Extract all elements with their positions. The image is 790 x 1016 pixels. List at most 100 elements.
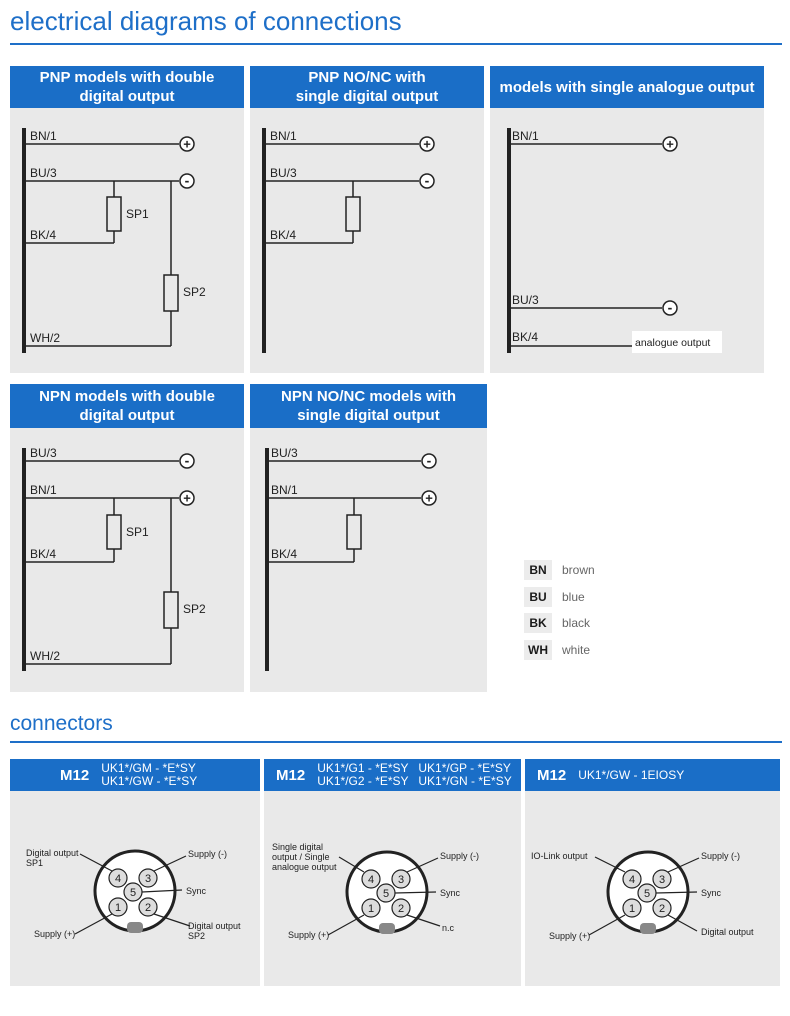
label-bn1: BN/1 bbox=[270, 129, 297, 143]
pin-4-label: 4 bbox=[368, 874, 374, 886]
minus-symbol: - bbox=[185, 173, 190, 189]
label-supply-minus: Supply (-) bbox=[701, 851, 740, 861]
panel-analogue: models with single analogue output BN/1 … bbox=[490, 66, 764, 373]
connector-codes: UK1*/GW - 1EIOSY bbox=[578, 767, 685, 782]
minus-symbol: - bbox=[425, 173, 430, 189]
title-line: digital output bbox=[79, 88, 175, 105]
resistor-sp1 bbox=[106, 196, 122, 232]
connector-key-icon bbox=[379, 923, 395, 934]
pin-3-icon bbox=[138, 868, 158, 888]
resistor-load bbox=[346, 514, 362, 550]
leader-line bbox=[594, 856, 626, 873]
connector-key-icon bbox=[640, 923, 656, 934]
pin-5-label: 5 bbox=[130, 887, 136, 899]
legend-text: brown bbox=[562, 563, 595, 578]
title-line: PNP models with double bbox=[39, 69, 215, 86]
label-sp1: SP1 bbox=[126, 207, 149, 221]
pin-2-label: 2 bbox=[145, 902, 151, 914]
label-single-digital: Single digital bbox=[272, 842, 323, 852]
label-sync: Sync bbox=[186, 886, 207, 896]
leader-line bbox=[394, 891, 437, 894]
plus-symbol: + bbox=[425, 491, 433, 506]
plus-terminal-icon bbox=[179, 136, 195, 152]
resistor-sp1 bbox=[106, 514, 122, 550]
label-supply-plus: Supply (+) bbox=[549, 931, 590, 941]
leader-line bbox=[153, 913, 191, 927]
label-wh2: WH/2 bbox=[30, 649, 60, 663]
plus-terminal-icon bbox=[662, 136, 678, 152]
pin-1-label: 1 bbox=[115, 902, 121, 914]
leader-line bbox=[74, 913, 113, 935]
leader-line bbox=[338, 856, 365, 873]
pin-2-label: 2 bbox=[659, 903, 665, 915]
leader-line bbox=[327, 914, 365, 936]
label-sp1: SP1 bbox=[126, 525, 149, 539]
label-bu3: BU/3 bbox=[30, 446, 57, 460]
label-bk4: BK/4 bbox=[512, 330, 538, 344]
resistor-sp2 bbox=[163, 274, 179, 312]
diagram-npn-nonc: BU/3 BN/1 BK/4 - + bbox=[265, 446, 437, 671]
label-wh2: WH/2 bbox=[30, 331, 60, 345]
pin-5-label: 5 bbox=[644, 888, 650, 900]
minus-terminal-icon bbox=[662, 300, 678, 316]
plus-symbol: + bbox=[183, 491, 191, 506]
title-line: NPN NO/NC models with bbox=[280, 388, 456, 405]
title-line: PNP NO/NC with bbox=[308, 69, 426, 86]
pin-2-icon bbox=[652, 898, 672, 918]
leader-line bbox=[667, 914, 698, 932]
label-bn1: BN/1 bbox=[271, 483, 298, 497]
pin-1-label: 1 bbox=[368, 903, 374, 915]
label-bu3: BU/3 bbox=[512, 293, 539, 307]
label-io-link-output: IO-Link output bbox=[531, 851, 588, 861]
label-sp2: SP2 bbox=[183, 602, 206, 616]
connector-head-2: M12 UK1*/G1 - *E*SY UK1*/GP - *E*SY UK1*… bbox=[264, 759, 521, 791]
connector-pinout-1: 4 3 5 1 2 Digital output SP1 Supply (-) … bbox=[26, 848, 241, 941]
label-bk4: BK/4 bbox=[30, 228, 56, 242]
label-supply-minus: Supply (-) bbox=[188, 849, 227, 859]
title-line: single digital output bbox=[295, 88, 439, 105]
plus-terminal-icon bbox=[421, 490, 437, 506]
minus-terminal-icon bbox=[419, 173, 435, 189]
connectors-section-title: connectors bbox=[10, 712, 113, 735]
title-line: models with single analogue output bbox=[499, 78, 755, 96]
connector-head-1: M12 UK1*/GM - *E*SY UK1*/GW - *E*SY bbox=[10, 759, 260, 791]
minus-terminal-icon bbox=[179, 173, 195, 189]
resistor-load bbox=[345, 196, 361, 232]
connector-type: M12 bbox=[537, 766, 567, 784]
analogue-output-box bbox=[632, 331, 722, 353]
label-analogue-output: analogue output bbox=[272, 862, 337, 872]
leader-line bbox=[655, 891, 698, 894]
plus-symbol: + bbox=[183, 137, 191, 152]
pin-2-icon bbox=[138, 897, 158, 917]
legend-text: black bbox=[562, 616, 591, 631]
connector-code: UK1*/GW - 1EIOSY bbox=[578, 767, 685, 782]
pin-5-label: 5 bbox=[383, 888, 389, 900]
connector-type: M12 bbox=[276, 766, 306, 784]
label-digital-output-sp1: Digital output bbox=[26, 848, 79, 858]
legend-item: BK black bbox=[524, 610, 595, 637]
pin-4-label: 4 bbox=[115, 873, 121, 885]
pin-3-label: 3 bbox=[659, 874, 665, 886]
connector-code: UK1*/GW - *E*SY bbox=[101, 774, 198, 788]
resistor-sp2 bbox=[163, 591, 179, 629]
connector-panel-3: M12 UK1*/GW - 1EIOSY 4 3 5 1 2 IO bbox=[525, 759, 780, 986]
label-supply-plus: Supply (+) bbox=[288, 930, 329, 940]
minus-terminal-icon bbox=[179, 453, 195, 469]
connector-codes: UK1*/GM - *E*SY UK1*/GW - *E*SY bbox=[101, 762, 197, 788]
connector-key-icon bbox=[127, 922, 143, 933]
connector-code: UK1*/G1 - *E*SY UK1*/GP - *E*SY bbox=[317, 761, 511, 775]
label-bk4: BK/4 bbox=[271, 547, 297, 561]
minus-symbol: - bbox=[185, 453, 190, 469]
diagram-pnp-double: BN/1 BU/3 BK/4 WH/2 SP1 SP2 + - bbox=[22, 128, 206, 353]
panel-pnp-nonc-title: PNP NO/NC with single digital output bbox=[250, 66, 484, 108]
connector-code: UK1*/GM - *E*SY bbox=[101, 761, 196, 775]
label-sp2: SP2 bbox=[183, 285, 206, 299]
label-bu3: BU/3 bbox=[271, 446, 298, 460]
connectors-divider bbox=[10, 741, 782, 743]
legend-code: WH bbox=[524, 640, 552, 661]
label-bn1: BN/1 bbox=[30, 483, 57, 497]
legend-item: WH white bbox=[524, 637, 595, 664]
label-bu3: BU/3 bbox=[30, 166, 57, 180]
